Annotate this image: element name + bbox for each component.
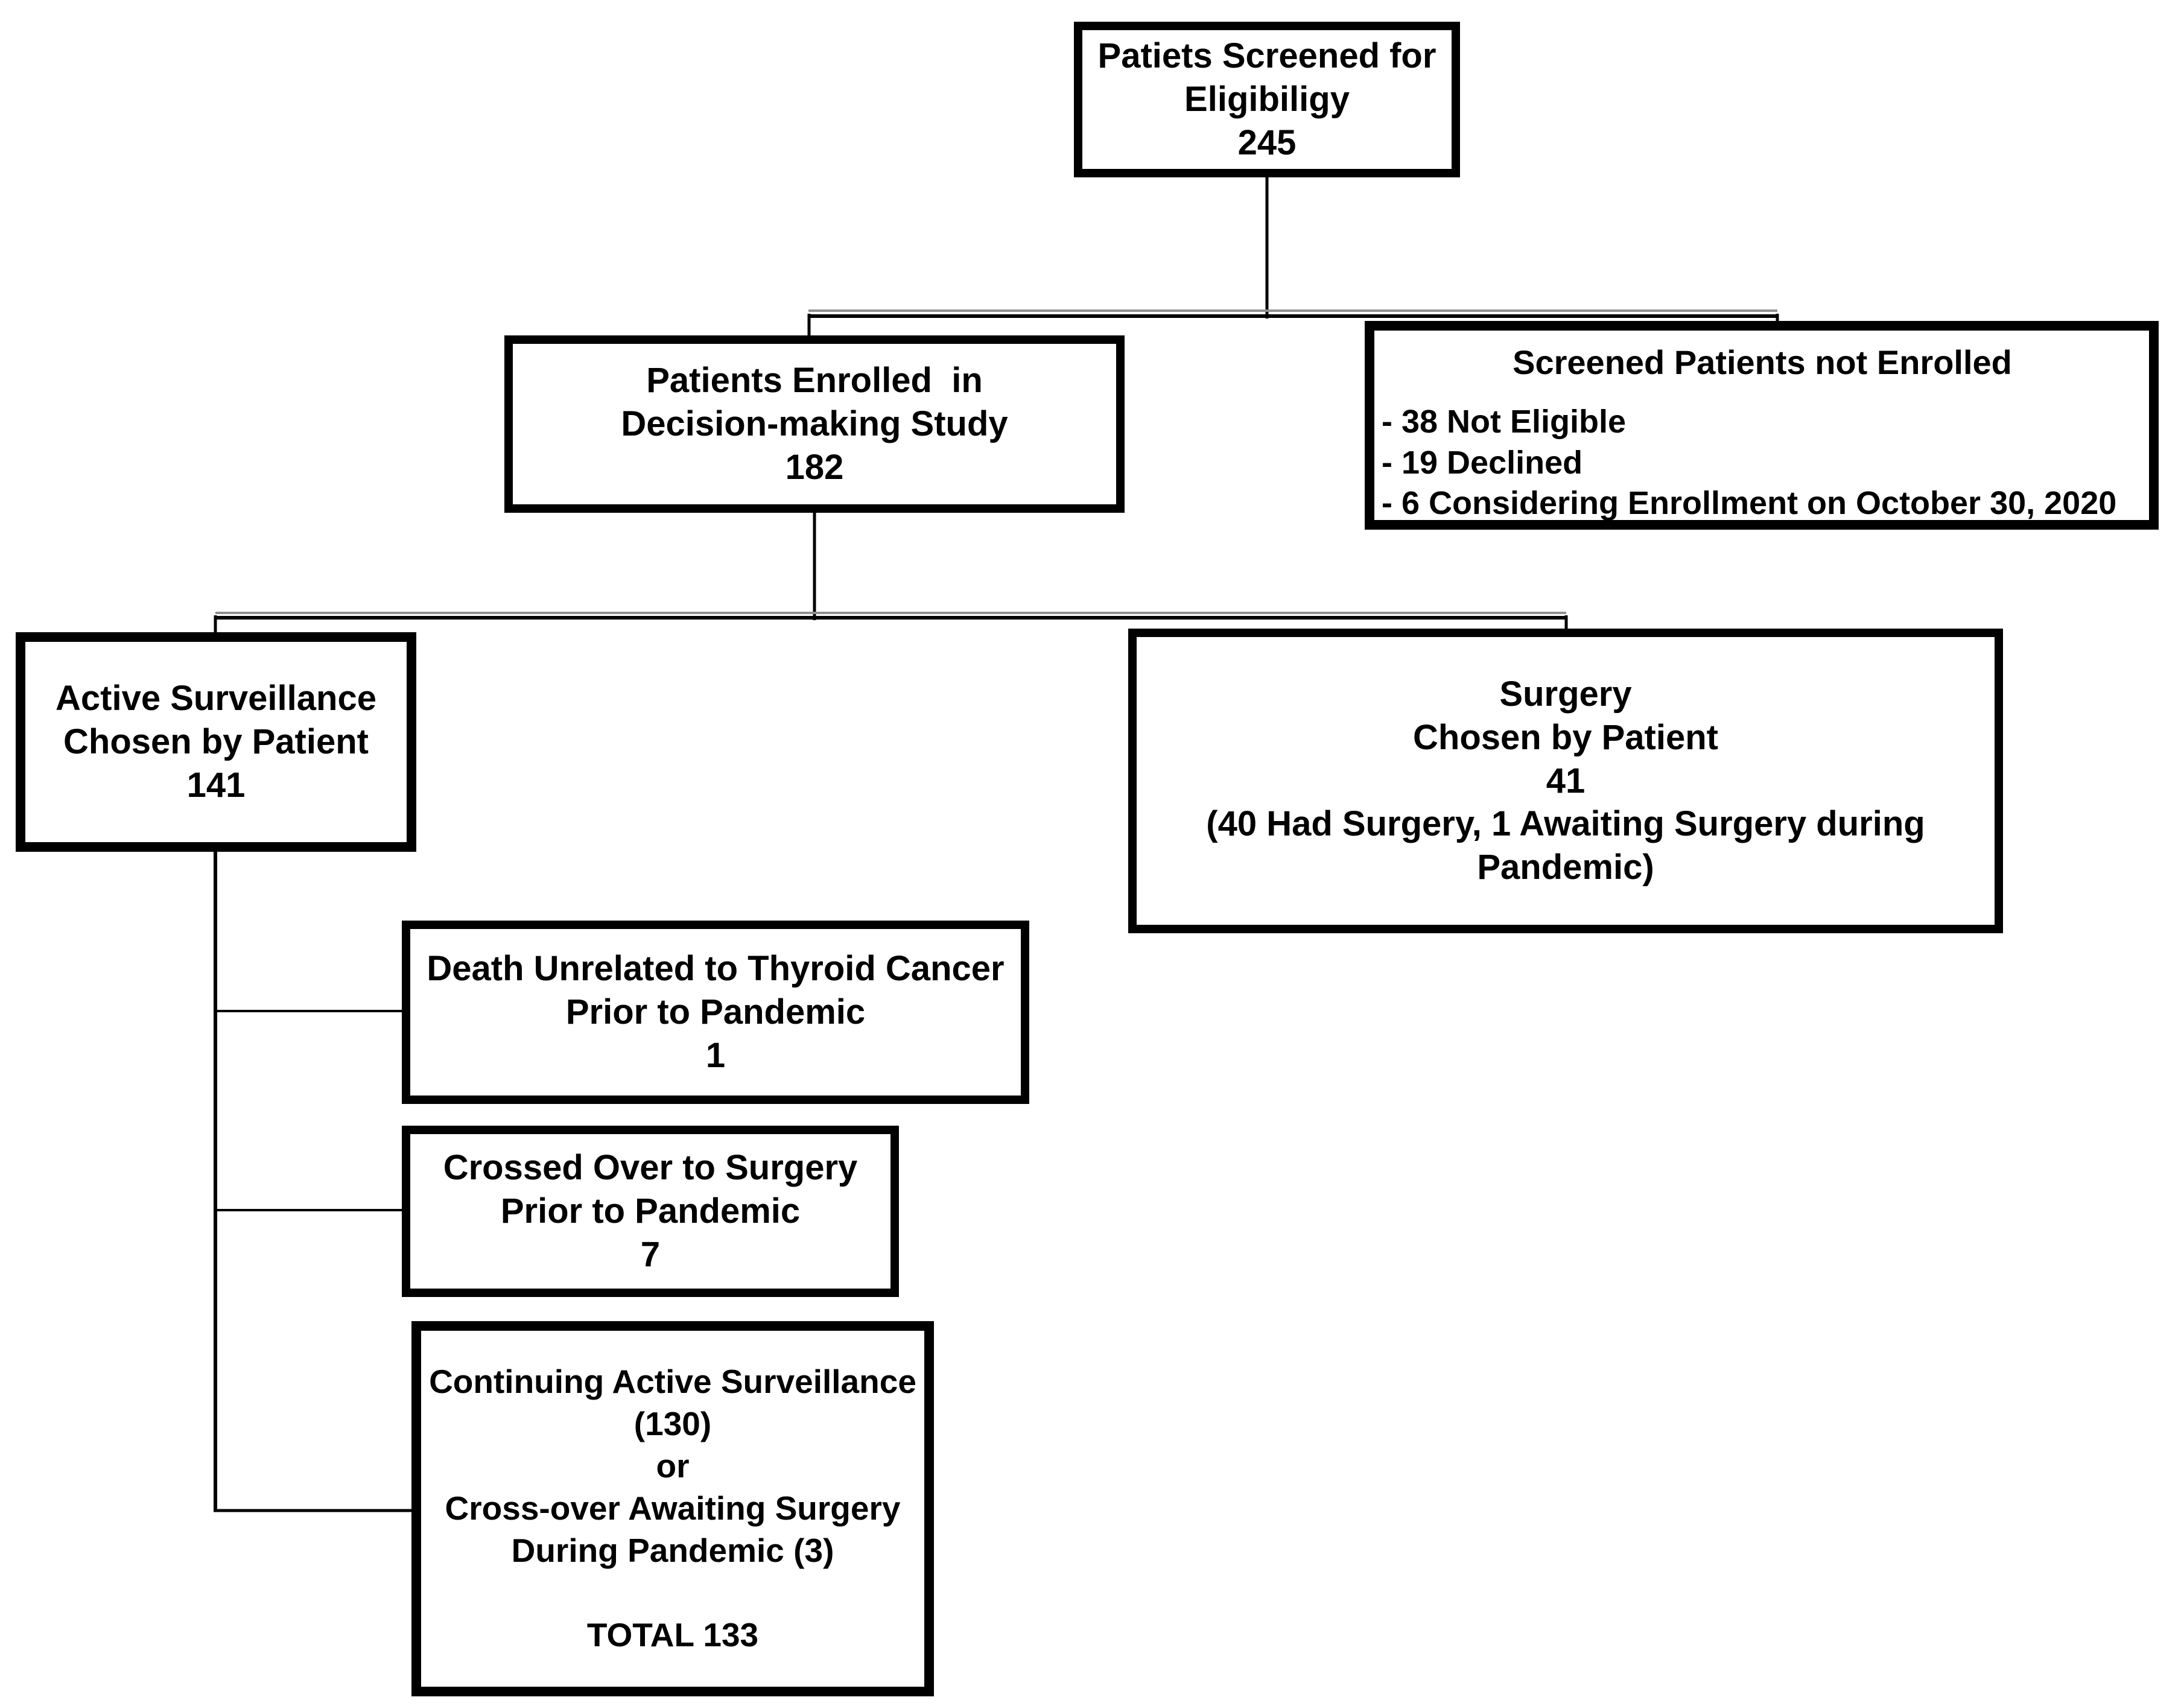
node-continuing-total: TOTAL 133 [586,1616,759,1654]
node-patients-screened-line: Eligibiligy [1184,80,1350,119]
node-patients-screened-line: Patiets Screened for [1097,36,1436,76]
node-active-surveillance-line: Chosen by Patient [63,722,369,762]
node-surgery-detail: (40 Had Surgery, 1 Awaiting Surgery duri… [1206,804,1925,844]
node-continuing: Continuing Active Surveillance (130) or … [411,1321,934,1696]
node-patients-enrolled-line: Decision-making Study [621,404,1008,444]
node-patients-enrolled-count: 182 [785,447,844,487]
node-patients-enrolled-line: Patients Enrolled in [646,361,983,401]
node-patients-screened-count: 245 [1237,122,1297,162]
node-continuing-line: (130) [633,1405,712,1443]
node-crossed-over-line: Crossed Over to Surgery [443,1148,858,1188]
node-not-enrolled-item: - 6 Considering Enrollment on October 30… [1382,485,2117,521]
node-surgery-line: Chosen by Patient [1413,717,1718,757]
node-crossed-over-line: Prior to Pandemic [500,1191,801,1231]
node-not-enrolled: Screened Patients not Enrolled - 38 Not … [1365,321,2159,530]
node-surgery: Surgery Chosen by Patient 41 (40 Had Sur… [1128,629,2003,933]
node-active-surveillance-count: 141 [186,765,246,805]
node-death-unrelated-line: Prior to Pandemic [565,992,866,1032]
node-surgery-count: 41 [1546,761,1586,801]
node-continuing-line: or [656,1447,690,1485]
node-death-unrelated-line: Death Unrelated to Thyroid Cancer [427,949,1005,989]
node-active-surveillance-line: Active Surveillance [56,679,376,718]
node-surgery-line: Surgery [1499,674,1632,714]
node-continuing-line: Cross-over Awaiting Surgery [445,1489,901,1527]
node-crossed-over-count: 7 [640,1234,661,1274]
node-not-enrolled-title: Screened Patients not Enrolled [1513,343,2012,381]
node-patients-enrolled: Patients Enrolled in Decision-making Stu… [504,335,1125,513]
node-not-enrolled-item: - 38 Not Eligible [1382,404,1627,440]
node-continuing-line: Continuing Active Surveillance [429,1363,916,1401]
node-continuing-line: During Pandemic (3) [511,1531,834,1569]
node-surgery-detail: Pandemic) [1477,848,1654,887]
node-patients-screened: Patiets Screened for Eligibiligy 245 [1074,22,1460,177]
node-not-enrolled-item: - 19 Declined [1382,444,1583,481]
node-crossed-over: Crossed Over to Surgery Prior to Pandemi… [402,1126,899,1297]
node-death-unrelated-count: 1 [705,1035,726,1075]
node-active-surveillance: Active Surveillance Chosen by Patient 14… [16,632,416,852]
node-death-unrelated: Death Unrelated to Thyroid Cancer Prior … [402,921,1029,1104]
